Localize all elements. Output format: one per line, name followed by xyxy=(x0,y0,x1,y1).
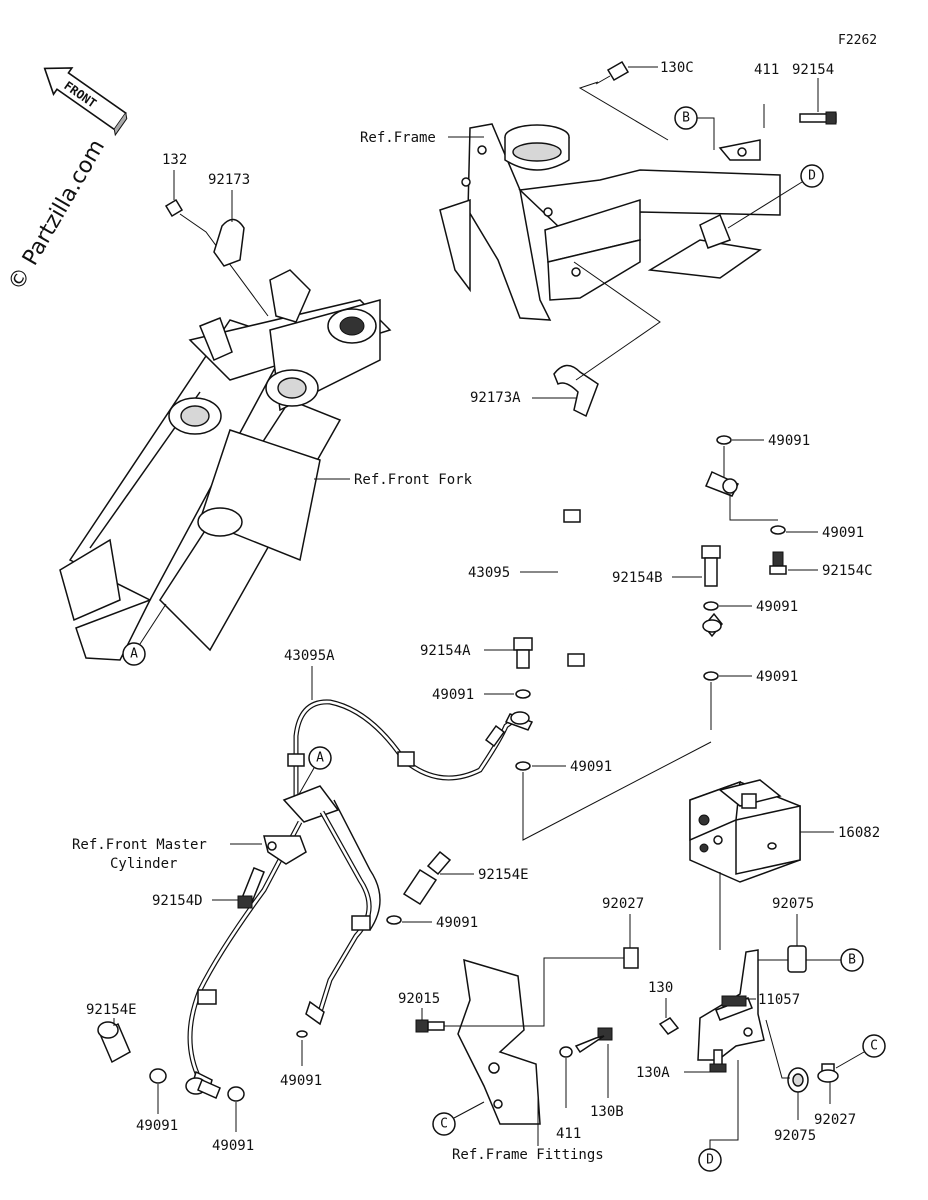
label-92027-bottom: 92027 xyxy=(814,1112,856,1128)
label-92075-top: 92075 xyxy=(772,896,814,912)
hose-end-fitting-left xyxy=(185,1077,221,1100)
label-92154b: 92154B xyxy=(612,570,663,586)
washer-49091-h xyxy=(149,1068,167,1084)
bolt-130a xyxy=(709,1049,727,1073)
connector-d-bottom-label: D xyxy=(706,1153,714,1168)
watermark-text: © Partzilla.com xyxy=(4,135,111,295)
bolt-130 xyxy=(658,1017,680,1035)
label-43095a: 43095A xyxy=(284,648,335,664)
label-130b: 130B xyxy=(590,1104,624,1120)
ref-front-fork-label: Ref.Front Fork xyxy=(354,472,473,488)
label-49091-h: 49091 xyxy=(136,1118,178,1134)
label-92154a: 92154A xyxy=(420,643,471,659)
label-49091-f: 49091 xyxy=(570,759,612,775)
grommet-92075-top xyxy=(787,945,807,973)
label-92173a: 92173A xyxy=(470,390,521,406)
brake-hose-43095a xyxy=(287,699,534,800)
connector-d-top xyxy=(800,164,824,188)
washer-49091-g xyxy=(386,915,402,925)
label-49091-b: 49091 xyxy=(822,525,864,541)
master-cylinder-bracket xyxy=(263,835,307,865)
abs-bracket xyxy=(457,958,541,1125)
label-49091-j: 49091 xyxy=(280,1073,322,1089)
bolt-92154c xyxy=(769,551,787,575)
diagram-code: F2262 xyxy=(838,33,877,48)
brake-hose-43095 xyxy=(563,466,740,693)
connector-c-right-label: C xyxy=(870,1039,878,1054)
ref-front-master-line1: Ref.Front Master xyxy=(72,837,207,853)
connector-a-mid xyxy=(308,746,332,770)
connector-a-mid-label: A xyxy=(316,751,324,766)
abs-unit-16082 xyxy=(689,779,801,883)
label-92154-top: 92154 xyxy=(792,62,834,78)
banjo-bolt-92154e-right xyxy=(402,850,452,906)
washer-411-bottom xyxy=(559,1046,573,1058)
connector-c-bottom-label: C xyxy=(440,1117,448,1132)
bolt-92015 xyxy=(415,1019,445,1033)
label-16082: 16082 xyxy=(838,825,880,841)
bolt-92154d xyxy=(237,867,265,909)
collar-92027-top xyxy=(623,947,639,969)
label-92154c: 92154C xyxy=(822,563,873,579)
washer-49091-d xyxy=(703,671,719,681)
washer-49091-e xyxy=(515,689,531,699)
label-130c: 130C xyxy=(660,60,694,76)
washer-49091-f xyxy=(515,761,531,771)
washer-49091-j xyxy=(296,1030,308,1038)
clamp-92173 xyxy=(213,218,245,267)
label-132: 132 xyxy=(162,152,187,168)
connector-d-top-label: D xyxy=(808,169,816,184)
bolt-92154b xyxy=(701,545,721,587)
bolt-92154a xyxy=(513,637,533,669)
clamp-92173a xyxy=(553,364,599,418)
washer-49091-a xyxy=(716,435,732,445)
front-fork-assembly xyxy=(59,269,392,661)
bolt-130b xyxy=(574,1027,613,1054)
label-411-top: 411 xyxy=(754,62,779,78)
connector-c-right xyxy=(862,1034,886,1058)
label-49091-e: 49091 xyxy=(432,687,474,703)
washer-49091-i xyxy=(227,1086,245,1102)
label-92154d: 92154D xyxy=(152,893,203,909)
label-92154e-right: 92154E xyxy=(478,867,529,883)
collar-92027-bottom xyxy=(817,1063,839,1083)
connector-b-bottom-label: B xyxy=(848,953,856,968)
washer-49091-c xyxy=(703,601,719,611)
bolt-132 xyxy=(164,198,184,218)
ref-frame-fittings-label: Ref.Frame Fittings xyxy=(452,1147,604,1163)
label-411-bottom: 411 xyxy=(556,1126,581,1142)
label-49091-i: 49091 xyxy=(212,1138,254,1154)
grommet-92075-bottom xyxy=(787,1067,809,1093)
ref-frame-label: Ref.Frame xyxy=(360,130,436,146)
ref-front-master-line2: Cylinder xyxy=(110,856,177,872)
label-92015: 92015 xyxy=(398,991,440,1007)
frame-assembly xyxy=(439,123,781,321)
label-49091-c: 49091 xyxy=(756,599,798,615)
label-49091-d: 49091 xyxy=(756,669,798,685)
hose-junction xyxy=(187,785,381,1096)
label-92075-bottom: 92075 xyxy=(774,1128,816,1144)
label-49091-g: 49091 xyxy=(436,915,478,931)
label-92173: 92173 xyxy=(208,172,250,188)
front-arrow-icon: FRONT xyxy=(43,67,128,137)
label-92027-top: 92027 xyxy=(602,896,644,912)
label-130: 130 xyxy=(648,980,673,996)
label-130a: 130A xyxy=(636,1065,670,1081)
washer-49091-b xyxy=(770,525,786,535)
connector-c-bottom xyxy=(432,1112,456,1136)
label-43095: 43095 xyxy=(468,565,510,581)
label-92154e-left: 92154E xyxy=(86,1002,137,1018)
connector-a-left-label: A xyxy=(130,647,138,662)
bolt-130c xyxy=(595,60,630,85)
label-49091-a: 49091 xyxy=(768,433,810,449)
bolt-92154-top xyxy=(799,111,837,125)
sensor-11057 xyxy=(721,995,747,1007)
banjo-bolt-92154e-left xyxy=(97,1021,131,1064)
label-11057: 11057 xyxy=(758,992,800,1008)
connector-a-left xyxy=(122,642,146,666)
connector-b-top-label: B xyxy=(682,111,690,126)
